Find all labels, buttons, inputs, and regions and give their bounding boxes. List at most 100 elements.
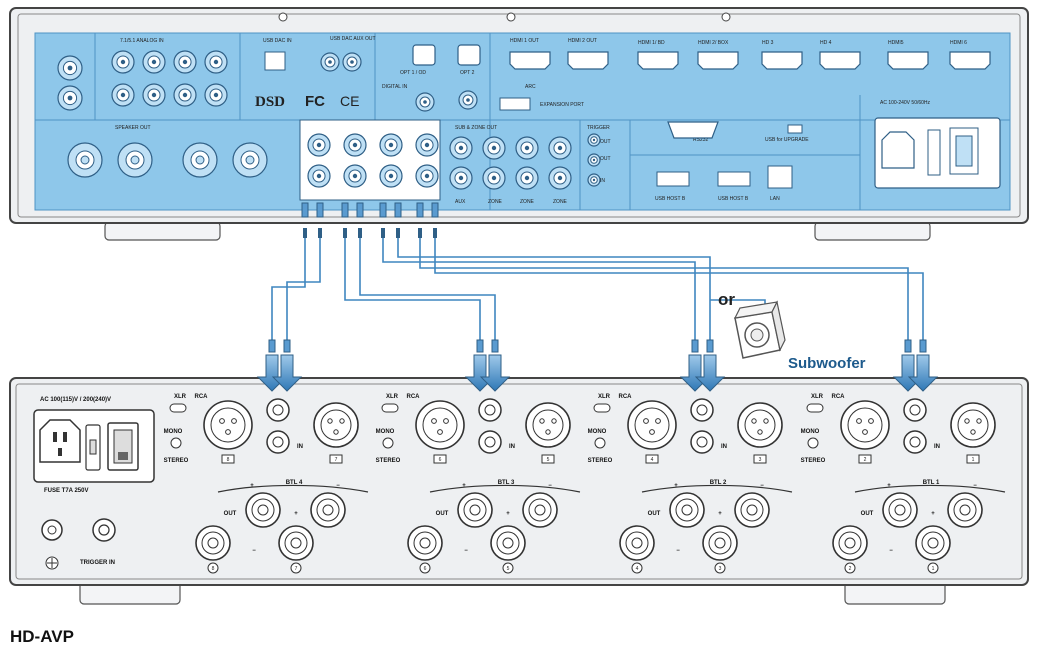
channel-badge xyxy=(631,562,643,574)
hdmi-label-7: HDMI5 xyxy=(888,40,904,46)
mono-label: MONO xyxy=(164,429,183,435)
rca-plug xyxy=(691,339,699,353)
rca-plug-tip xyxy=(433,228,437,238)
channel-number: 3 xyxy=(759,457,762,463)
zone-label-4: ZONE xyxy=(553,199,568,205)
lan-label: LAN xyxy=(770,196,780,202)
caption: HD-AVP xyxy=(10,627,74,646)
input-arrow xyxy=(271,354,303,392)
amp-power-inlet xyxy=(33,409,155,483)
channel-number: 4 xyxy=(651,457,654,463)
rca-plug xyxy=(394,202,402,218)
btl-bracket xyxy=(429,484,581,493)
fuse-label: FUSE T7A 250V xyxy=(44,488,88,494)
mono-stereo-switch xyxy=(594,437,606,449)
input-arrow xyxy=(694,354,726,392)
channel-badge xyxy=(433,454,447,464)
dsd-logo: DSD xyxy=(255,94,285,110)
channel-number: 2 xyxy=(849,566,852,572)
stereo-label: STEREO xyxy=(376,458,401,464)
btl-label: BTL 1 xyxy=(923,480,940,486)
zone-label-2: ZONE xyxy=(488,199,503,205)
hdmi-label-1: HDMI 1 OUT xyxy=(510,38,539,44)
in-label: IN xyxy=(934,444,940,450)
hdmi-label-3: HDMI 1/ BD xyxy=(638,40,665,46)
optical-2-label: OPT 2 xyxy=(460,70,475,76)
rca-plug-tip xyxy=(303,228,307,238)
rca-plug xyxy=(476,339,484,353)
ground-terminal-icon xyxy=(41,519,63,570)
channel-number: 7 xyxy=(335,457,338,463)
plus-label: + xyxy=(294,511,298,517)
expansion-port xyxy=(499,97,531,111)
input-arrows xyxy=(256,339,939,392)
rca-label: RCA xyxy=(619,394,633,400)
xlr-label: XLR xyxy=(598,394,611,400)
stereo-label: STEREO xyxy=(801,458,826,464)
zone-out-label: SUB & ZONE OUT xyxy=(455,125,497,131)
hdmi-label-2: HDMI 2 OUT xyxy=(568,38,597,44)
channel-number: 4 xyxy=(636,566,639,572)
lan-port xyxy=(767,165,793,189)
rca-plug-tip xyxy=(396,228,400,238)
plus-label: + xyxy=(250,483,254,489)
btl-bracket xyxy=(854,484,1006,493)
in-label: IN xyxy=(721,444,727,450)
rca-plug xyxy=(919,339,927,353)
mono-label: MONO xyxy=(801,429,820,435)
plus-label: + xyxy=(506,511,510,517)
connection-diagram: 7.1/5.1 ANALOG IN USB DAC IN USB DAC AUX… xyxy=(9,7,1029,605)
optical-port xyxy=(457,44,481,66)
rca-plug xyxy=(283,339,291,353)
minus-label: − xyxy=(973,483,977,489)
channel-number: 6 xyxy=(439,457,442,463)
xlr-rca-switch xyxy=(593,403,611,413)
xlr-label: XLR xyxy=(174,394,187,400)
amp-power-label: AC 100(115)V / 200(240)V xyxy=(40,397,111,403)
input-arrow xyxy=(479,354,511,392)
cables xyxy=(271,202,924,340)
rca-label: RCA xyxy=(832,394,846,400)
rca-plug-tip xyxy=(358,228,362,238)
channel-number: 8 xyxy=(227,457,230,463)
channel-badge xyxy=(207,562,219,574)
trigger-out-label-2: OUT xyxy=(600,156,611,162)
hdmi-label-4: HDMI 2/ BOX xyxy=(698,40,729,46)
xlr-rca-switch xyxy=(169,403,187,413)
rca-plug-tip xyxy=(343,228,347,238)
pre-out-panel xyxy=(299,119,441,201)
channel-badge xyxy=(221,454,235,464)
usb-host-port xyxy=(656,171,690,187)
hdmi-port xyxy=(567,51,609,70)
mono-stereo-switch xyxy=(382,437,394,449)
optical-1-label: OPT 1 / OD xyxy=(400,70,426,76)
channel-number: 5 xyxy=(507,566,510,572)
minus-label: − xyxy=(336,483,340,489)
rca-label: RCA xyxy=(407,394,421,400)
hdmi-label-5: HD 3 xyxy=(762,40,774,46)
cable-pair-fl xyxy=(271,238,306,340)
btl-label: BTL 4 xyxy=(286,480,303,486)
stereo-label: STEREO xyxy=(588,458,613,464)
btl-bracket xyxy=(641,484,793,493)
hdmi-port xyxy=(949,51,991,70)
minus-label: − xyxy=(252,548,256,554)
input-arrow xyxy=(907,354,939,392)
usb-host-label-2: USB HOST B xyxy=(718,196,749,202)
hdmi-port xyxy=(509,51,551,70)
minus-label: − xyxy=(889,548,893,554)
cable-pair-sl xyxy=(344,238,481,340)
stereo-label: STEREO xyxy=(164,458,189,464)
trigger-in-label: TRIGGER IN xyxy=(80,560,115,566)
plus-label: + xyxy=(931,511,935,517)
out-label: OUT xyxy=(224,511,237,517)
hdmi-port xyxy=(887,51,929,70)
rca-plug xyxy=(301,202,309,218)
trigger-in-jack xyxy=(92,518,116,542)
xlr-label: XLR xyxy=(386,394,399,400)
hdmi-label-6: HD 4 xyxy=(820,40,832,46)
